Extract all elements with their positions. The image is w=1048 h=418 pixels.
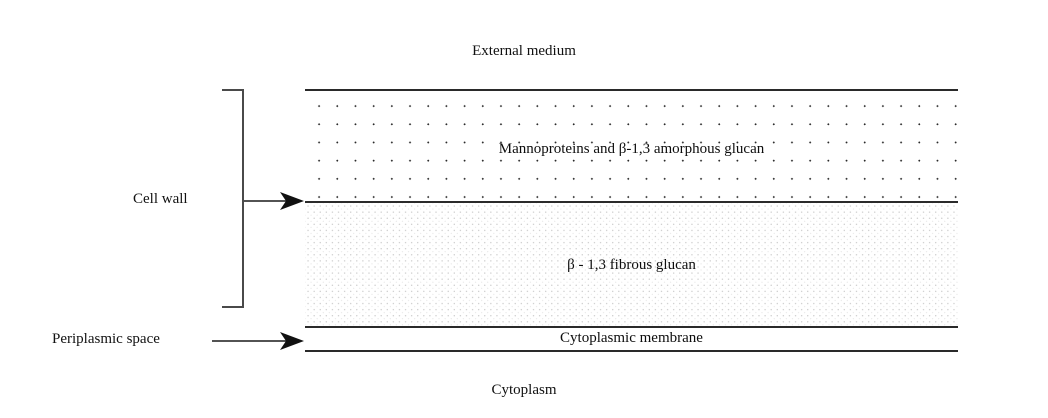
cytoplasm-label: Cytoplasm (491, 382, 557, 398)
periplasmic-space-label: Periplasmic space (52, 331, 160, 347)
layer-fibrous-glucan: β - 1,3 fibrous glucan (305, 203, 958, 328)
layer-cytoplasmic-membrane: Cytoplasmic membrane (305, 328, 958, 352)
cell-wall-arrow-icon (244, 192, 304, 210)
bracket-vertical-line (242, 89, 244, 308)
layer-fibrous-glucan-label: β - 1,3 fibrous glucan (567, 257, 696, 273)
membrane-lower-boundary-line (305, 350, 958, 352)
bracket-top-tick (222, 89, 244, 91)
cell-wall-label: Cell wall (133, 191, 188, 207)
external-medium-label: External medium (472, 43, 576, 59)
cell-wall-bracket (222, 89, 244, 308)
layer-amorphous-glucan-label: Mannoproteins and β-1,3 amorphous glucan (498, 141, 765, 157)
periplasmic-space-arrow-icon (212, 332, 304, 350)
bracket-bottom-tick (222, 306, 244, 308)
layer-cytoplasmic-membrane-label: Cytoplasmic membrane (560, 330, 703, 346)
layer-amorphous-glucan: Mannoproteins and β-1,3 amorphous glucan (305, 89, 958, 203)
cell-wall-diagram: Mannoproteins and β-1,3 amorphous glucan… (305, 89, 958, 328)
